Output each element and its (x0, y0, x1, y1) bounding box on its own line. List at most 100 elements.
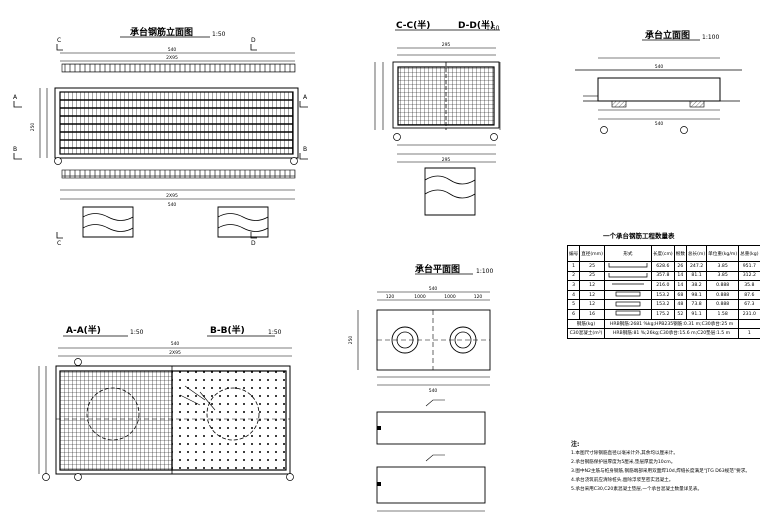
rebar-shape-sketch (603, 299, 652, 310)
table-cell: 0.888 (706, 289, 740, 301)
table-cell: 12 (579, 289, 605, 301)
table-cell: 16 (579, 308, 605, 320)
dim-inner-width-top: 2X95 (166, 55, 178, 61)
table-cell: 14 (673, 280, 687, 291)
table-header-cell: 形式 (603, 245, 652, 262)
dim-aa-inner: 2X95 (169, 350, 181, 356)
table-footer-row: C30混凝土(m³) HRB钢筋:81 %;26kg;C30承台:15.6 m;… (567, 328, 760, 339)
table-footer-label: C30混凝土(m³) (567, 328, 605, 339)
dim-cc-width-bottom: 295 (442, 157, 451, 163)
dim-aa-width: 540 (171, 341, 180, 347)
table-cell: 153.2 (650, 289, 675, 301)
table-cell: 5 (566, 299, 581, 310)
table-cell: 91.1 (685, 308, 708, 320)
dim-cap-height: 250 (30, 123, 36, 132)
table-cell: 231.0 (738, 308, 760, 320)
table-footer-row: 钢筋(kg) HRB钢筋:2681 %kg;HPB235钢筋:0.31 m;C3… (567, 318, 760, 330)
title-pier-plan: 承台平面图 (415, 265, 461, 275)
title-pier-elevation: 承台立面图 (645, 31, 691, 41)
table-cell: 12 (579, 299, 605, 310)
scale-pier-elevation: 1:100 (702, 34, 720, 41)
dim-total-width-top: 540 (168, 47, 177, 53)
table-cell: 98.1 (685, 289, 708, 301)
dim-plan-width: 540 (429, 286, 438, 292)
table-cell: 357.8 (650, 270, 675, 282)
dim-plan-right: 120 (474, 294, 483, 300)
table-footer-label: 钢筋(kg) (567, 318, 605, 330)
table-cell: 26 (673, 261, 687, 272)
section-mark-a-left: A (13, 94, 18, 101)
section-mark-a-right: A (303, 94, 308, 101)
title-pier-cap-elevation: 承台钢筋立面图 (130, 28, 194, 38)
table-header-cell: 根数 (673, 245, 687, 262)
dim-elev-width: 540 (655, 64, 664, 70)
title-section-b: B-B(半) (210, 326, 245, 336)
table-cell: 4 (566, 289, 581, 301)
table-header-cell: 总长(m) (685, 245, 708, 262)
table-footer-text: HRB钢筋:2681 %kg;HPB235钢筋:0.31 m;C30承台:25 … (603, 318, 740, 330)
dim-plan-left: 120 (386, 294, 395, 300)
rebar-shape-sketch (603, 280, 652, 291)
table-cell: 35.8 (738, 280, 760, 291)
table-cell: 3 (566, 280, 581, 291)
pier-elevation (575, 39, 742, 134)
dim-plan-width-bottom: 540 (429, 388, 438, 394)
dim-inner-width-bottom: 2X95 (166, 193, 178, 199)
scale-pier-cap-elevation: 1:50 (212, 31, 226, 38)
section-cc-dd (374, 29, 501, 216)
dim-plan-mid-a: 1000 (414, 294, 426, 300)
table-cell: 25 (579, 261, 605, 272)
section-mark-d-bottom: D (251, 240, 256, 247)
table-title: 一个承台钢筋工程数量表 (603, 232, 675, 240)
title-section-d: D-D(半) (458, 21, 495, 31)
table-cell: 25 (579, 270, 605, 282)
table-cell: 3.85 (706, 261, 740, 272)
table-cell: 0.888 (706, 299, 740, 310)
table-header-cell: 直径(mm) (579, 245, 605, 262)
table-cell: 1.58 (706, 308, 740, 320)
section-mark-c-top: C (57, 37, 61, 44)
table-footer-text: HRB钢筋:81 %;26kg;C30承台:15.6 m;C20垫层:1.5 m (603, 328, 740, 339)
dim-plan-height: 250 (348, 336, 354, 345)
table-cell: 52 (673, 308, 687, 320)
table-header-cell: 单位重(kg/m) (706, 245, 740, 262)
dim-cc-width: 295 (442, 42, 451, 48)
table-cell: 12 (579, 280, 605, 291)
pier-plan (357, 273, 491, 512)
scale-section-a: 1:50 (130, 329, 144, 336)
dim-plan-mid-b: 1000 (444, 294, 456, 300)
scale-section-b: 1:50 (268, 329, 282, 336)
drawing-notes: 注: 1.本图尺寸除钢筋直径以毫米计外,其余均以厘米计。 2.承台钢筋保护层厚度… (571, 440, 757, 494)
note-item: 3.图中N2主筋与桩身钢筋,钢筋端部采用双面焊10d,焊缝长度满足“JTG D6… (571, 469, 750, 474)
note-item: 5.承台采用C30,C20素混凝土垫层,一个承台混凝土数量详见表。 (571, 487, 703, 492)
table-cell: 67.3 (738, 299, 760, 310)
note-item: 4.承台浇筑前应清除桩头,凿除浮浆至密实混凝土。 (571, 478, 674, 483)
table-cell: 38.2 (685, 280, 708, 291)
section-mark-c-bottom: C (57, 240, 61, 247)
table-cell: 48 (673, 299, 687, 310)
table-cell: 951.7 (738, 261, 760, 272)
table-cell: 3.85 (706, 270, 740, 282)
table-cell: 216.0 (650, 280, 675, 291)
rebar-quantity-table: 编号 直径(mm) 形式 长度(cm) 根数 总长(m) 单位重(kg/m) 总… (566, 245, 760, 339)
table-cell: 14 (673, 270, 687, 282)
dim-total-width-bottom: 540 (168, 202, 177, 208)
title-section-a: A-A(半) (66, 326, 101, 336)
section-mark-d-top: D (251, 37, 256, 44)
table-cell: 6 (566, 308, 581, 320)
table-cell: 68 (673, 289, 687, 301)
rebar-shape-sketch (603, 261, 652, 272)
table-header-cell: 编号 (566, 245, 581, 262)
rebar-shape-sketch (603, 289, 652, 301)
notes-heading: 注: (571, 441, 580, 448)
scale-section-cc-dd: 1:50 (486, 25, 500, 32)
table-cell: 81.1 (685, 270, 708, 282)
note-item: 1.本图尺寸除钢筋直径以毫米计外,其余均以厘米计。 (571, 451, 678, 456)
